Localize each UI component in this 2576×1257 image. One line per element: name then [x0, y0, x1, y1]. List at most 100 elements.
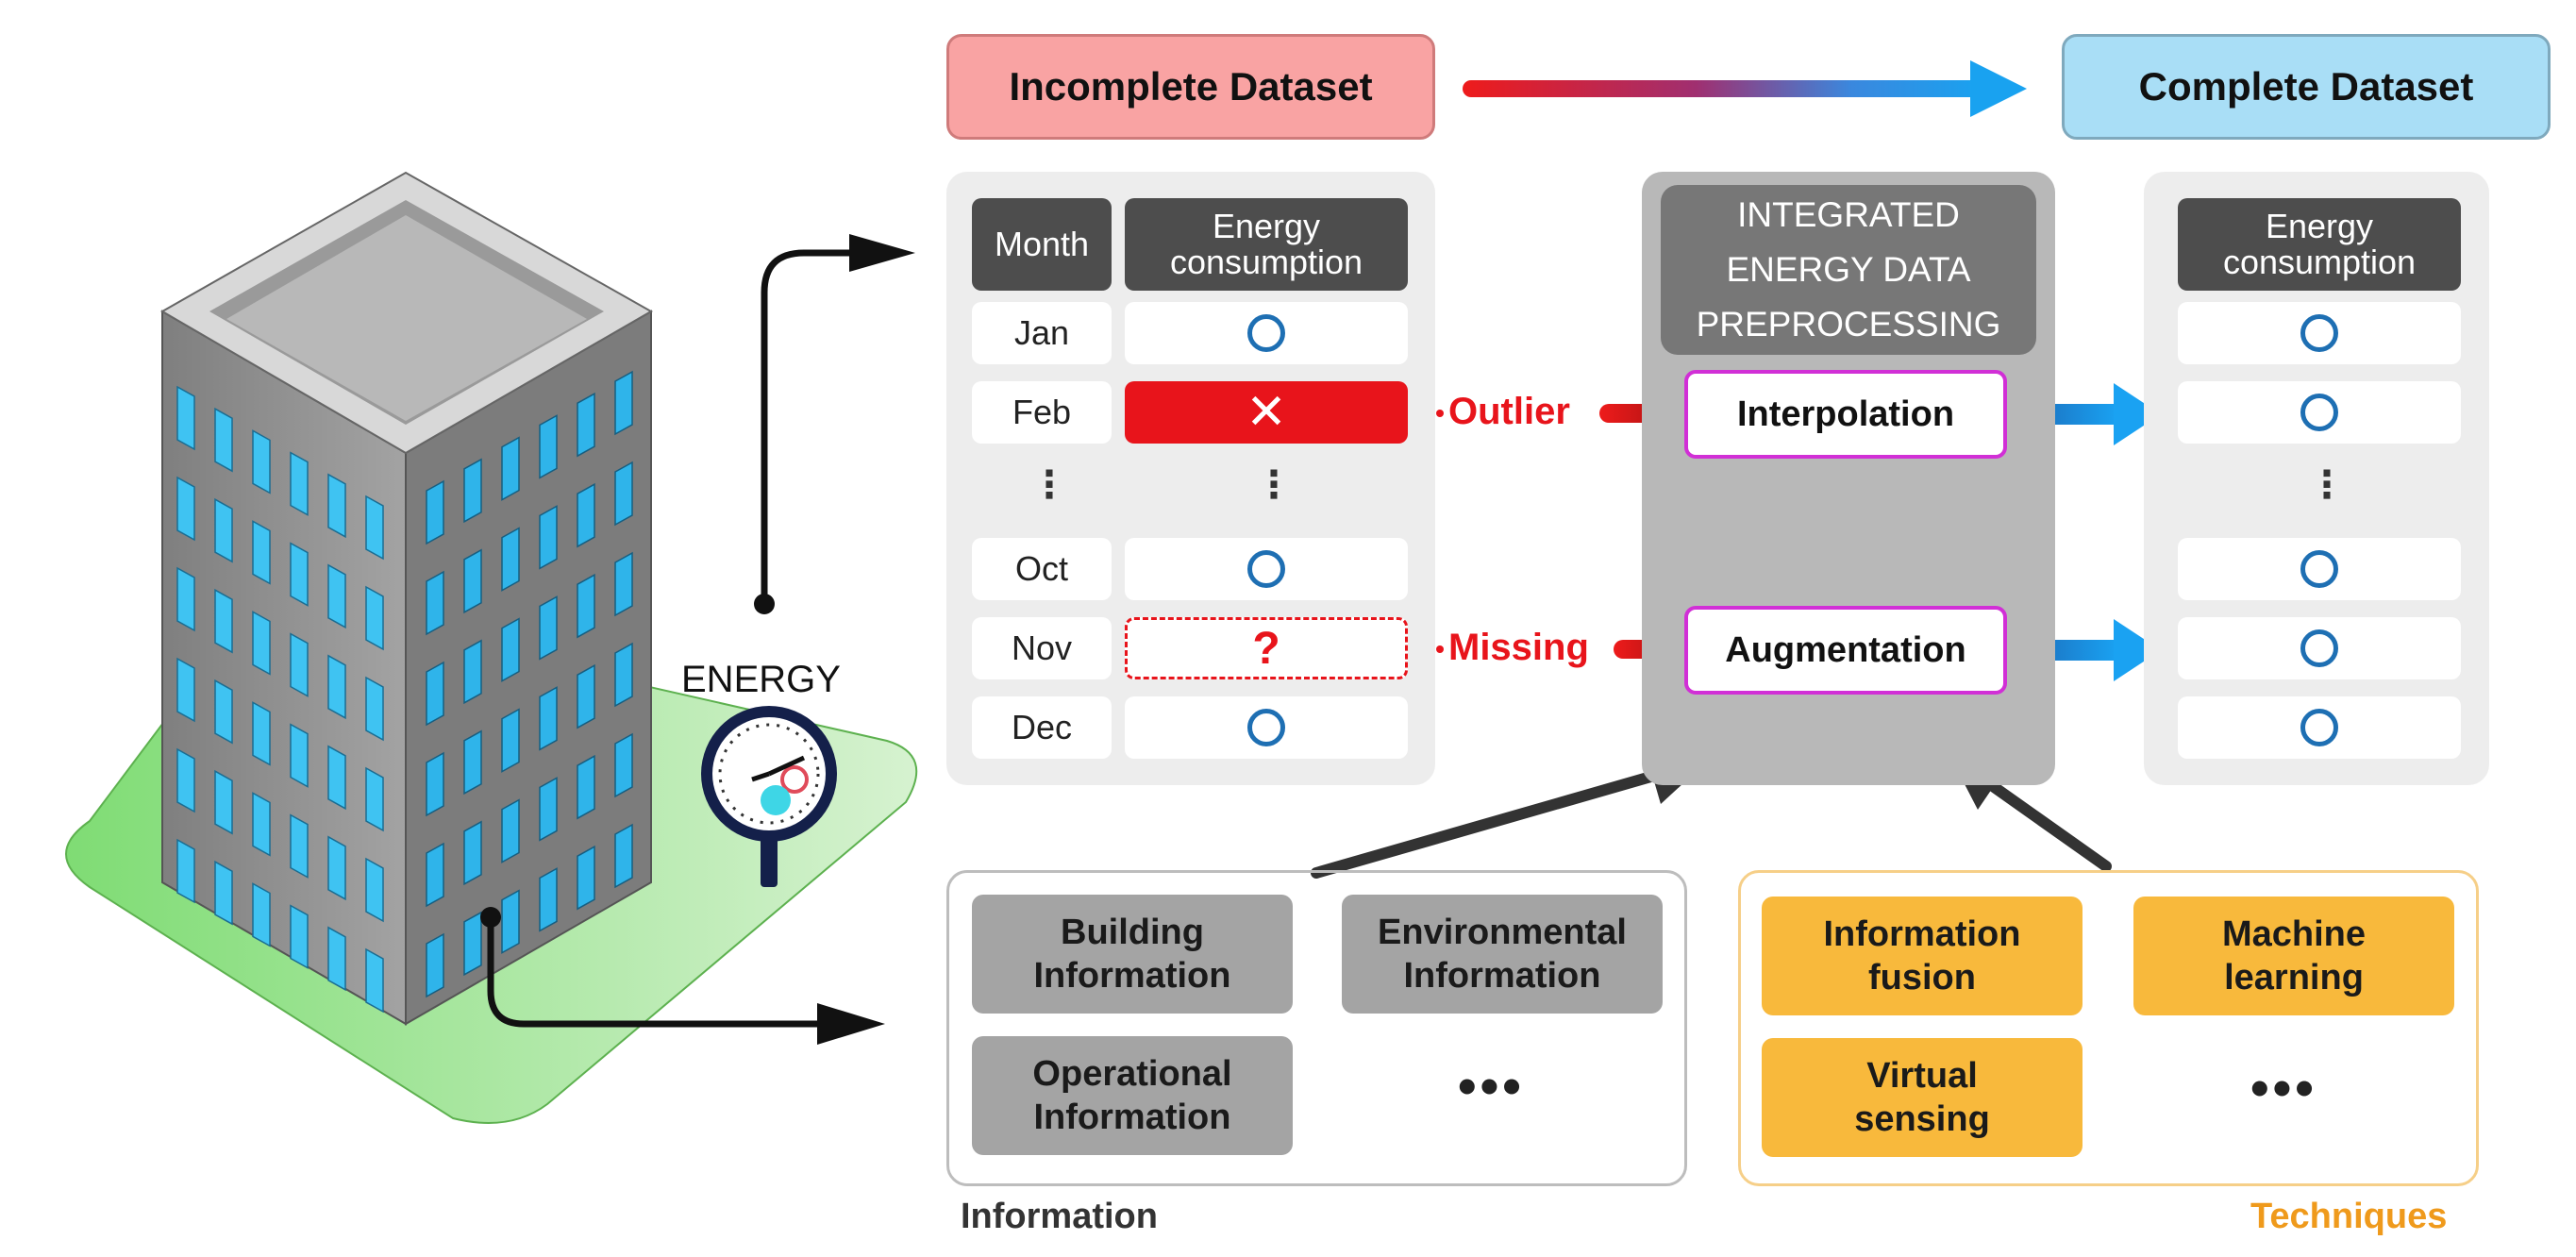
building-windows-right: [426, 370, 633, 998]
preprocessing-title-line-1: INTEGRATED: [1737, 195, 1960, 234]
window: [176, 657, 195, 723]
information-fusion-tile: Information fusion: [1762, 897, 2083, 1015]
window: [501, 436, 520, 501]
month-cell-nov: Nov: [972, 617, 1112, 679]
window: [463, 458, 482, 524]
window: [252, 701, 271, 766]
window: [614, 642, 633, 708]
incomplete-dataset-header: Incomplete Dataset: [946, 34, 1435, 140]
energy-column-header-text: Energy consumption: [1169, 207, 1363, 281]
window: [501, 708, 520, 773]
building-information-tile: Building Information: [972, 895, 1293, 1014]
preprocessing-title-line-3: PREPROCESSING: [1696, 305, 2001, 344]
window: [176, 747, 195, 813]
window: [214, 769, 233, 835]
window: [214, 407, 233, 473]
building-to-table-arrow: [754, 234, 915, 614]
window: [214, 679, 233, 745]
window: [176, 566, 195, 632]
complete-dataset-header: Complete Dataset: [2062, 34, 2551, 140]
window: [327, 745, 346, 811]
window: [252, 611, 271, 676]
window: [365, 766, 384, 832]
value-cell-feb-outlier: ✕: [1125, 381, 1408, 444]
outlier-label: Outlier: [1448, 391, 1570, 432]
window: [577, 754, 595, 820]
value-cell-dec: [1125, 696, 1408, 759]
window: [501, 527, 520, 592]
information-box: [946, 870, 1687, 1186]
complete-value-dots: ⋮: [2308, 464, 2346, 506]
information-fusion-label: Information fusion: [1823, 914, 2021, 997]
month-column-header: Month: [972, 198, 1112, 291]
incomplete-dataset-label: Incomplete Dataset: [1009, 64, 1373, 109]
window: [426, 661, 444, 727]
window: [614, 461, 633, 527]
window: [327, 563, 346, 629]
window: [214, 860, 233, 926]
window: [539, 414, 558, 479]
window: [327, 473, 346, 539]
energy-meter-gauge: [701, 706, 837, 887]
window: [290, 632, 309, 697]
complete-value-cell-5: [2178, 696, 2461, 759]
window: [463, 729, 482, 796]
window: [463, 820, 482, 886]
circle-ok-icon: [2300, 550, 2338, 588]
value-cell-oct: [1125, 538, 1408, 600]
machine-learning-tile: Machine learning: [2133, 897, 2454, 1015]
window: [290, 451, 309, 516]
circle-ok-icon: [2300, 394, 2338, 431]
window: [426, 932, 444, 998]
window: [365, 494, 384, 561]
techniques-caption: Techniques: [2250, 1197, 2448, 1236]
complete-energy-column-header-text: Energy consumption: [2222, 207, 2417, 281]
window: [426, 479, 444, 545]
window: [577, 482, 595, 548]
preprocessing-title-box: INTEGRATED ENERGY DATA PREPROCESSING: [1661, 185, 2036, 355]
window: [539, 777, 558, 842]
window: [176, 385, 195, 451]
window: [539, 686, 558, 751]
window: [614, 551, 633, 617]
complete-value-cell-2: [2178, 381, 2461, 444]
window: [614, 823, 633, 889]
month-cell-oct: Oct: [972, 538, 1112, 600]
window: [501, 889, 520, 954]
window: [577, 392, 595, 458]
value-cell-jan: [1125, 302, 1408, 364]
window: [365, 676, 384, 742]
window: [365, 857, 384, 923]
complete-value-cell-1: [2178, 302, 2461, 364]
window: [426, 751, 444, 817]
cross-icon: ✕: [1246, 385, 1287, 440]
window: [539, 595, 558, 661]
window: [426, 842, 444, 908]
circle-ok-icon: [2300, 709, 2338, 746]
window: [176, 838, 195, 904]
window: [252, 520, 271, 585]
window: [365, 585, 384, 651]
window: [501, 798, 520, 863]
window: [327, 926, 346, 992]
building-information-label: Building Information: [1033, 913, 1231, 996]
window: [252, 792, 271, 857]
window: [539, 505, 558, 570]
virtual-sensing-tile: Virtual sensing: [1762, 1038, 2083, 1157]
window: [290, 813, 309, 879]
value-cell-nov-missing: ?: [1125, 617, 1408, 679]
window: [365, 947, 384, 1014]
building-windows-left: [176, 385, 384, 1014]
window: [463, 911, 482, 977]
window: [290, 542, 309, 607]
month-cell-feb: Feb: [972, 381, 1112, 444]
circle-ok-icon: [1247, 550, 1285, 588]
window: [614, 370, 633, 436]
window: [327, 835, 346, 901]
window: [214, 497, 233, 563]
window: [501, 617, 520, 682]
energy-meter-label: ENERGY: [681, 659, 841, 700]
circle-ok-icon: [1247, 709, 1285, 746]
window: [176, 476, 195, 542]
